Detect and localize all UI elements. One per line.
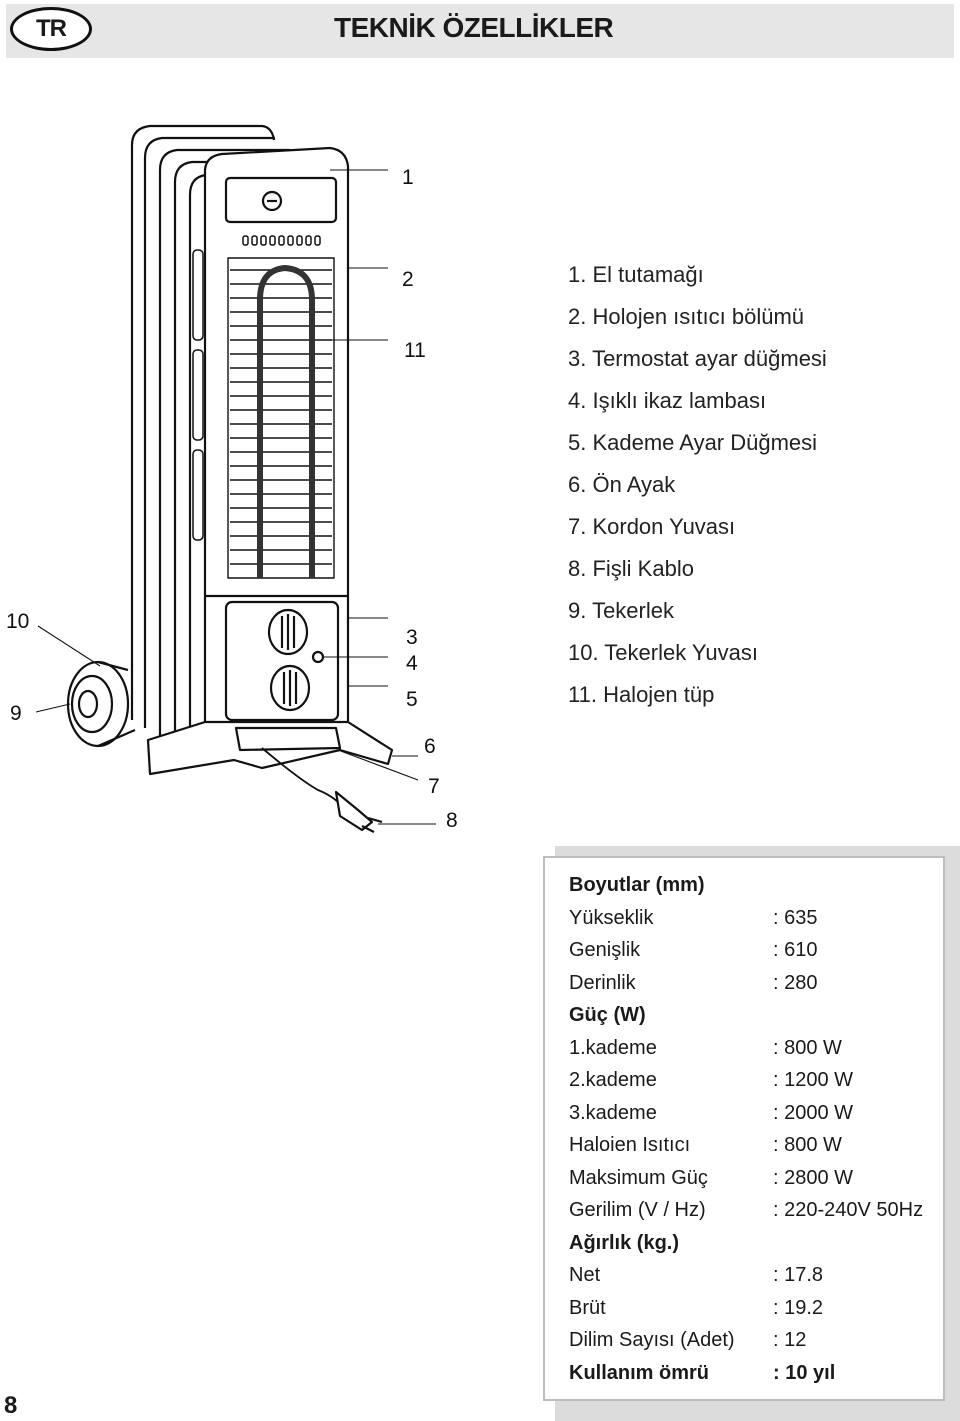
parts-list-item: 9. Tekerlek (568, 598, 674, 623)
spec-value: : 10 yıl (773, 1361, 836, 1384)
spec-label: 1.kademe (569, 1036, 657, 1059)
spec-value: : 220-240V 50Hz (773, 1199, 924, 1221)
spec-rows: Boyutlar (mm) Yükseklik : 635 Genişlik : 6… (569, 872, 949, 1392)
spec-row: Yükseklik : 635 (569, 905, 949, 938)
spec-label: Gerilim (V / Hz) (569, 1199, 706, 1221)
heater-diagram: 1 2 11 3 4 5 6 7 8 10 9 (6, 124, 458, 833)
spec-value: : 800 W (773, 1036, 842, 1059)
spec-value: : 19.2 (773, 1296, 824, 1319)
callout-10: 10 (6, 610, 29, 633)
spec-row: Net : 17.8 (569, 1262, 949, 1295)
spec-label: Haloien Isıtıcı (569, 1134, 691, 1156)
spec-label: Maksimum Güç (569, 1166, 708, 1189)
header-bar (6, 4, 954, 58)
callout-9: 9 (10, 702, 22, 725)
spec-row: 1.kademe : 800 W (569, 1035, 949, 1068)
spec-table: Boyutlar (mm) Yükseklik : 635 Genişlik : 6… (543, 856, 945, 1401)
spec-label: Brüt (569, 1296, 606, 1319)
spec-label: Derinlik (569, 971, 636, 994)
spec-value: : 635 (773, 906, 818, 929)
spec-value: : 12 (773, 1329, 807, 1351)
spec-label: Boyutlar (mm) (569, 874, 705, 896)
spec-label: Net (569, 1264, 601, 1286)
page-title: TEKNİK ÖZELLİKLER (334, 12, 614, 43)
spec-row: Gerilim (V / Hz) : 220-240V 50Hz (569, 1197, 949, 1230)
spec-row: Brüt : 19.2 (569, 1295, 949, 1328)
parts-list-item: 5. Kademe Ayar Düğmesi (568, 430, 818, 455)
spec-row: Genişlik : 610 (569, 937, 949, 970)
callout-1: 1 (402, 166, 414, 189)
spec-value: : 17.8 (773, 1264, 824, 1286)
parts-list-item: 11. Halojen tüp (568, 682, 715, 707)
parts-list-item: 3. Termostat ayar düğmesi (568, 346, 827, 371)
callout-6: 6 (424, 735, 436, 758)
spec-label: Ağırlık (kg.) (569, 1231, 680, 1254)
spec-label: Dilim Sayısı (Adet) (569, 1329, 735, 1351)
callout-11: 11 (404, 339, 426, 362)
spec-label: Genişlik (569, 939, 641, 961)
spec-row: Ağırlık (kg.) (569, 1230, 949, 1263)
parts-list-item: 2. Holojen ısıtıcı bölümü (568, 304, 805, 329)
parts-list-item: 4. Işıklı ikaz lambası (568, 388, 767, 413)
spec-row: 2.kademe : 1200 W (569, 1067, 949, 1100)
spec-label: 3.kademe (569, 1101, 657, 1124)
spec-label: Yükseklik (569, 906, 654, 929)
spec-value: : 280 (773, 971, 818, 994)
parts-list-item: 6. Ön Ayak (568, 472, 676, 497)
callout-2: 2 (402, 268, 414, 291)
spec-value: : 1200 W (773, 1069, 854, 1091)
spec-value: : 800 W (773, 1134, 842, 1156)
spec-row: Güç (W) (569, 1002, 949, 1035)
callout-7: 7 (428, 775, 440, 798)
thermostat-knob (267, 608, 309, 656)
parts-list-item: 7. Kordon Yuvası (568, 514, 736, 539)
spec-label: Güç (W) (569, 1004, 646, 1026)
language-badge: TR (10, 7, 92, 51)
spec-value: : 2000 W (773, 1101, 854, 1124)
spec-label: Kullanım ömrü (569, 1361, 710, 1384)
callout-5: 5 (406, 688, 418, 711)
spec-row: Boyutlar (mm) (569, 872, 949, 905)
parts-list-item: 1. El tutamağı (568, 262, 704, 287)
heater-illustration (66, 124, 394, 833)
spec-row: Maksimum Güç : 2800 W (569, 1165, 949, 1198)
spec-value: : 2800 W (773, 1166, 854, 1189)
spec-row: Haloien Isıtıcı : 800 W (569, 1132, 949, 1165)
spec-value: : 610 (773, 939, 818, 961)
parts-list-item: 10. Tekerlek Yuvası (568, 640, 758, 665)
page-number: 8 (4, 1392, 18, 1419)
spec-label: 2.kademe (569, 1069, 657, 1091)
power-selector-knob (269, 664, 311, 712)
spec-row: Derinlik : 280 (569, 970, 949, 1003)
callout-8: 8 (446, 809, 458, 832)
parts-list-item: 8. Fişli Kablo (568, 556, 694, 581)
spec-row: 3.kademe : 2000 W (569, 1100, 949, 1133)
spec-row: Kullanım ömrü : 10 yıl (569, 1360, 949, 1393)
parts-list: 1. El tutamağı 2. Holojen ısıtıcı bölümü… (568, 258, 827, 720)
callout-4: 4 (406, 652, 418, 675)
spec-row: Dilim Sayısı (Adet) : 12 (569, 1327, 949, 1360)
callout-3: 3 (406, 626, 418, 649)
callout-leaders (35, 169, 436, 825)
